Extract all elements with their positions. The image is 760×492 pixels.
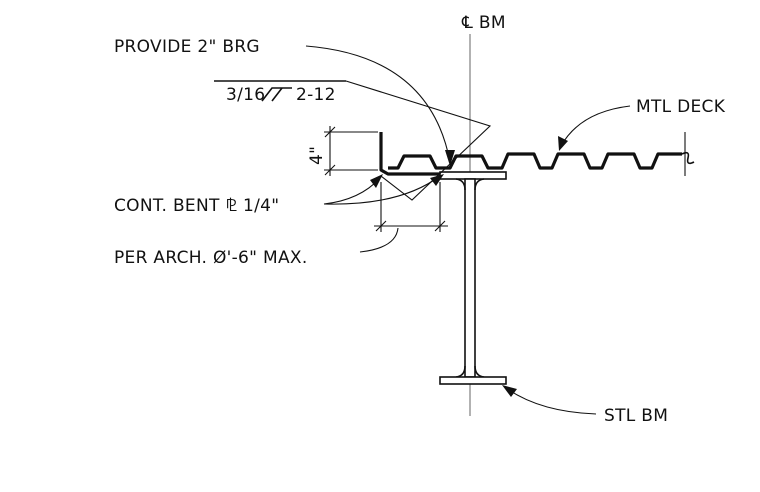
centerline-label: ℄ BM [461,13,506,33]
extent-callout: PER ARCH. Ø'-6" MAX. [114,248,308,268]
bent-plate-callout: CONT. BENT ⅊ 1/4" [114,196,279,216]
beam-callout: STL BM [604,406,668,426]
bearing-leader [305,45,455,166]
bent-plate-leader [323,174,444,205]
vertical-dimension-text: 4" [307,146,327,165]
weld-length-pitch: 2-12 [296,85,336,105]
vertical-dimension [324,126,378,176]
bent-plate [379,132,440,176]
steel-beam [439,171,507,385]
metal-deck [388,132,695,176]
bearing-callout: PROVIDE 2" BRG [114,37,260,57]
deck-callout: MTL DECK [636,97,726,117]
weld-symbol [214,80,492,201]
deck-leader [558,105,631,151]
horizontal-dimension [359,182,448,253]
weld-size: 3/16 [226,85,265,105]
beam-leader [502,385,597,415]
